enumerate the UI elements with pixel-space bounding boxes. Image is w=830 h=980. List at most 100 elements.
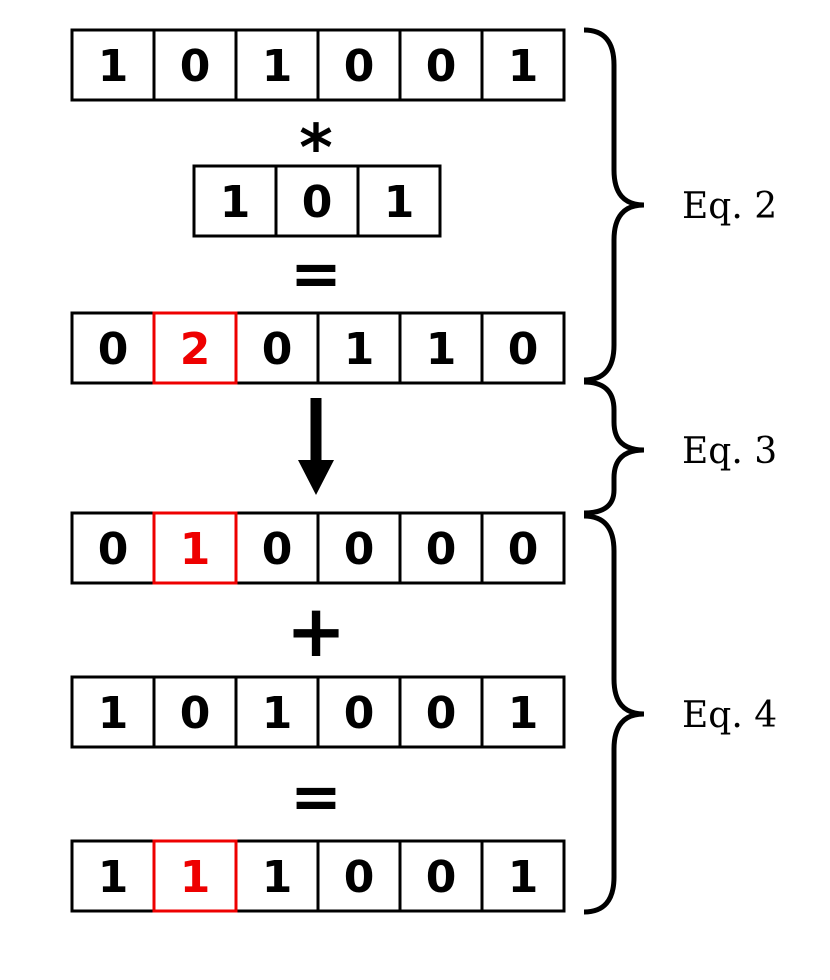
cell: 0 (152, 28, 238, 102)
cell-highlighted: 1 (152, 839, 238, 913)
brace-eq3 (583, 379, 645, 516)
cell: 0 (398, 675, 484, 749)
cell-box (316, 675, 402, 749)
cell-box (398, 675, 484, 749)
cell-highlighted: 2 (152, 311, 238, 385)
cell-box (70, 511, 156, 585)
cell: 0 (480, 311, 566, 385)
cell-box (480, 311, 566, 385)
cell: 0 (274, 164, 360, 238)
cell: 0 (70, 311, 156, 385)
cell-value: 2 (180, 324, 211, 375)
cell-value: 0 (508, 324, 539, 375)
cell-box (234, 511, 320, 585)
cell: 0 (152, 675, 238, 749)
cell-value: 0 (426, 688, 457, 739)
cell: 1 (480, 675, 566, 749)
cell-box (70, 675, 156, 749)
cell-box (70, 28, 156, 102)
cell-box (316, 839, 402, 913)
cell: 0 (316, 28, 402, 102)
cell-value: 0 (180, 688, 211, 739)
plus-operator: + (286, 589, 346, 673)
down-arrow-icon (298, 398, 334, 495)
cell-box (152, 511, 238, 585)
cell: 1 (70, 839, 156, 913)
eq3-label: Eq. 3 (682, 431, 777, 472)
cell-box (274, 164, 360, 238)
cell-box (316, 511, 402, 585)
cell-value: 0 (302, 177, 333, 228)
cell-value: 1 (508, 852, 539, 903)
convolve-operator: * (299, 112, 332, 186)
brace-eq2 (583, 27, 645, 383)
cell: 0 (316, 839, 402, 913)
cell: 1 (480, 28, 566, 102)
cell-value: 0 (98, 324, 129, 375)
cell-value: 1 (180, 852, 211, 903)
cell-box (480, 839, 566, 913)
eq2-label: Eq. 2 (682, 186, 777, 227)
cell-box (234, 28, 320, 102)
cell: 1 (234, 28, 320, 102)
cell-value: 0 (426, 524, 457, 575)
cell: 1 (70, 28, 156, 102)
cell: 0 (234, 311, 320, 385)
cell: 1 (316, 311, 402, 385)
cell-value: 0 (262, 324, 293, 375)
cell-value: 1 (262, 41, 293, 92)
cell-box (398, 28, 484, 102)
cell-value: 0 (344, 852, 375, 903)
cell-box (70, 311, 156, 385)
cell: 1 (70, 675, 156, 749)
equals-operator: = (290, 237, 342, 310)
cell-value: 1 (98, 852, 129, 903)
cell-value: 1 (220, 177, 251, 228)
cell-value: 1 (508, 688, 539, 739)
cell-box (152, 28, 238, 102)
brace-eq4 (583, 513, 645, 915)
cell-value: 1 (262, 688, 293, 739)
cell-value: 0 (426, 41, 457, 92)
cell: 0 (480, 511, 566, 585)
cell-box (480, 28, 566, 102)
cell: 1 (234, 675, 320, 749)
cell-value: 1 (344, 324, 375, 375)
cell-box (152, 311, 238, 385)
cell-value: 0 (508, 524, 539, 575)
cell: 1 (192, 164, 278, 238)
cell: 0 (316, 511, 402, 585)
cell-value: 0 (344, 41, 375, 92)
cell-value: 0 (262, 524, 293, 575)
cell-box (356, 164, 442, 238)
cell-box (398, 311, 484, 385)
cell-value: 0 (180, 41, 211, 92)
cell: 1 (480, 839, 566, 913)
cell: 0 (70, 511, 156, 585)
cell-box (192, 164, 278, 238)
cell: 0 (398, 28, 484, 102)
cell-value: 0 (344, 524, 375, 575)
cell-highlighted: 1 (152, 511, 238, 585)
eq4-label: Eq. 4 (682, 695, 777, 736)
cell-value: 1 (508, 41, 539, 92)
cell-value: 0 (426, 852, 457, 903)
cell-value: 1 (180, 524, 211, 575)
cell: 0 (398, 511, 484, 585)
cell-box (152, 839, 238, 913)
cell: 1 (234, 839, 320, 913)
cell-value: 1 (384, 177, 415, 228)
cell: 1 (356, 164, 442, 238)
cell-box (480, 675, 566, 749)
cell-value: 1 (98, 41, 129, 92)
cell: 0 (398, 839, 484, 913)
cell-value: 0 (344, 688, 375, 739)
cell-value: 1 (426, 324, 457, 375)
cell-value: 1 (98, 688, 129, 739)
